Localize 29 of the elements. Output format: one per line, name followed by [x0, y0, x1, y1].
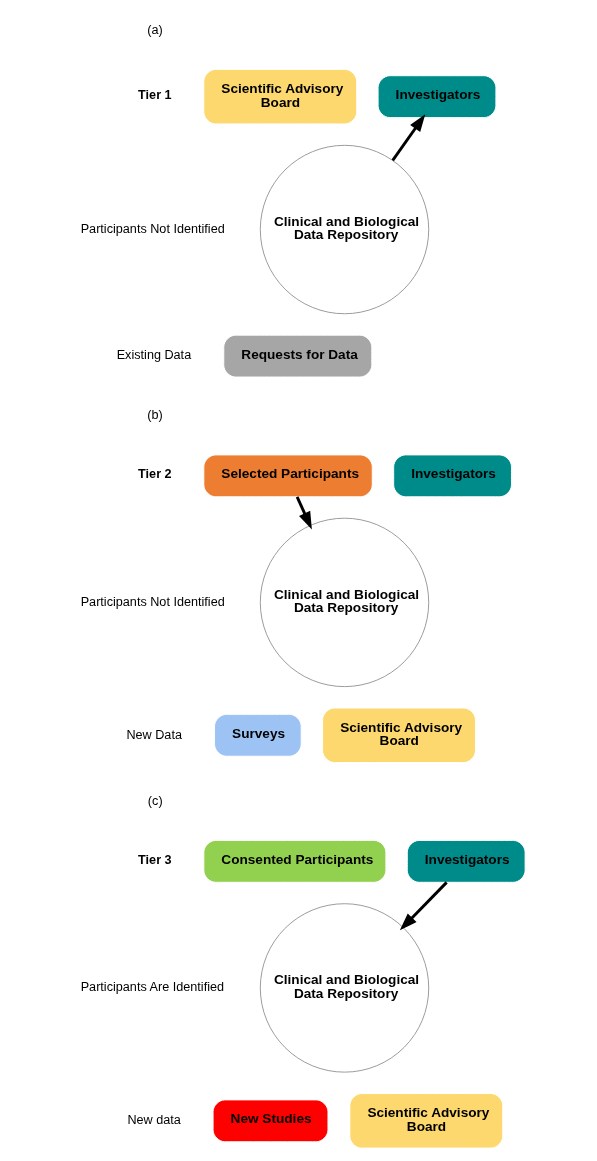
node-box: Selected Participants	[202, 454, 373, 498]
node-box: Surveys	[213, 713, 302, 757]
node-box: Consented Participants	[202, 839, 386, 883]
label: Participants Are Identified	[80, 980, 224, 995]
label: Participants Not Identified	[80, 221, 225, 236]
node-box: Scientific Advisory Board	[348, 1093, 503, 1149]
label: Existing Data	[116, 348, 191, 363]
label: (a)	[146, 22, 163, 37]
node-circle: Clinical and Biological Data Repository	[259, 903, 429, 1073]
node-circle: Clinical and Biological Data Repository	[259, 144, 429, 315]
node-box: Investigators	[377, 75, 496, 119]
node-box: Investigators	[392, 454, 512, 498]
label: Participants Not Identified	[80, 594, 225, 609]
label: (c)	[147, 793, 163, 808]
node-box: Requests for Data	[222, 334, 372, 378]
label: New data	[126, 1113, 181, 1128]
node-box: Investigators	[406, 839, 526, 883]
label: Tier 2	[137, 467, 172, 482]
arrow	[399, 881, 448, 931]
label: (b)	[146, 408, 163, 423]
arrow	[295, 496, 312, 530]
node-box: New Studies	[212, 1099, 328, 1143]
node-circle: Clinical and Biological Data Repository	[259, 517, 429, 688]
arrow	[391, 114, 425, 162]
label: Tier 1	[137, 87, 172, 102]
node-box: Scientific Advisory Board	[202, 68, 357, 125]
label: Tier 3	[137, 852, 172, 867]
node-box: Scientific Advisory Board	[321, 707, 476, 764]
label: New Data	[125, 727, 182, 742]
